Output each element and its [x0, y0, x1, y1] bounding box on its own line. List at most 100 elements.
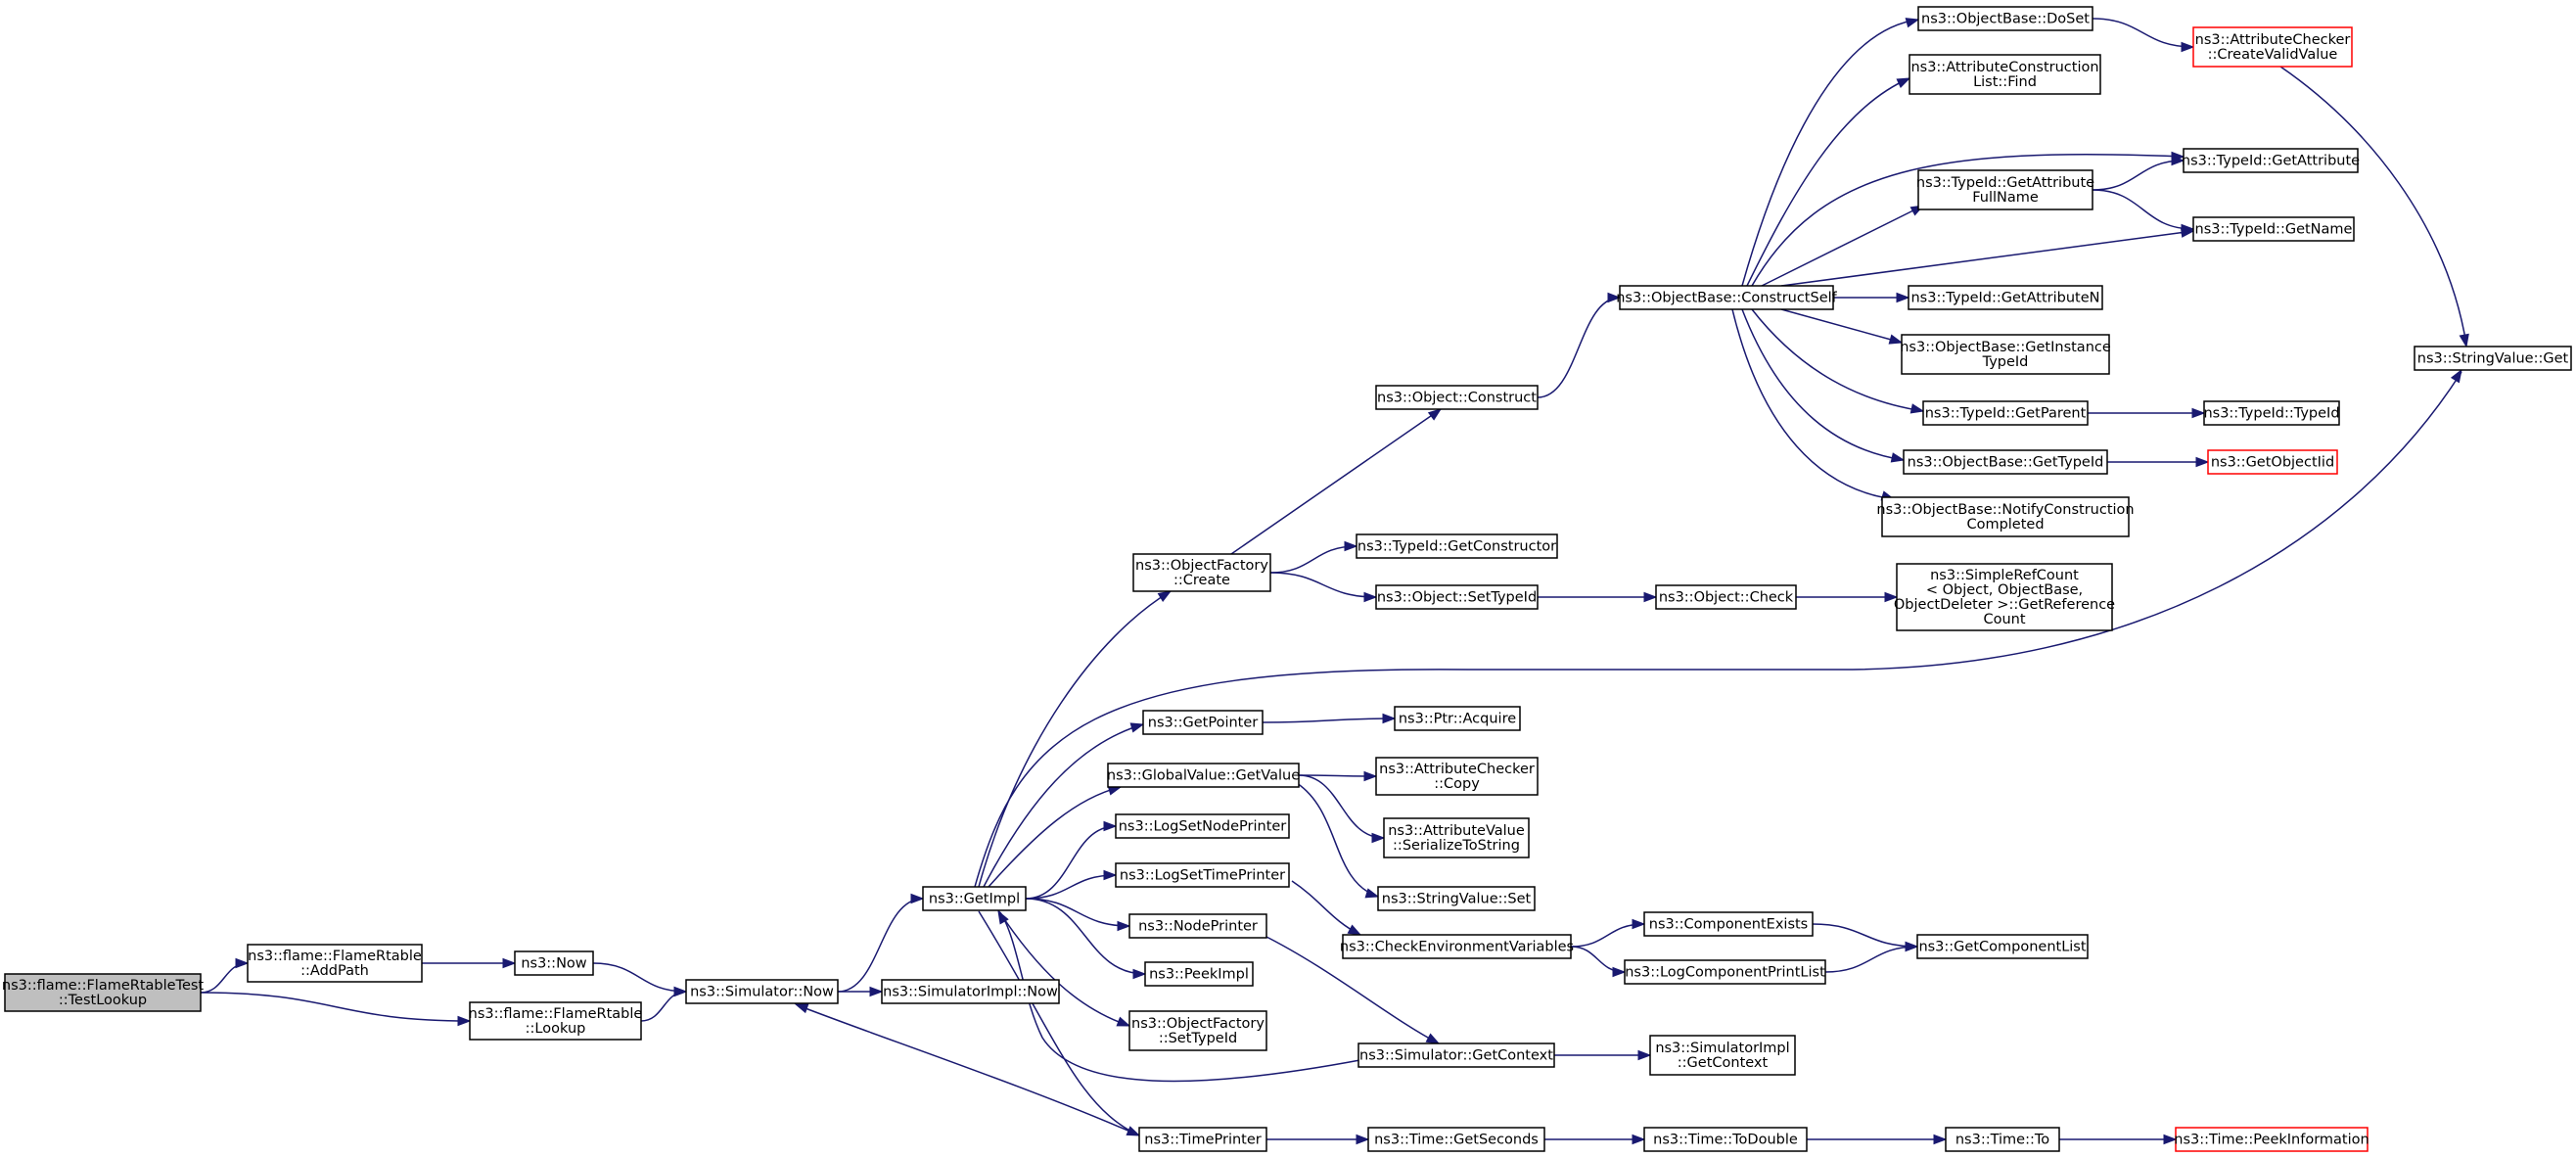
- node-simimplnow[interactable]: ns3::SimulatorImpl::Now: [881, 979, 1060, 1004]
- node-box: [1375, 584, 1539, 610]
- node-logsettime[interactable]: ns3::LogSetTimePrinter: [1115, 862, 1290, 888]
- node-accreate[interactable]: ns3::AttributeChecker::CreateValidValue: [2192, 26, 2353, 68]
- edge-getimpl-to-logsetnode: [1025, 820, 1118, 900]
- node-accopy[interactable]: ns3::AttributeChecker::Copy: [1375, 757, 1539, 796]
- node-label: ns3::flame::FlameRtableTest: [2, 978, 205, 994]
- node-label: ns3::CheckEnvironmentVariables: [1340, 940, 1574, 955]
- node-timeto[interactable]: ns3::Time::To: [1945, 1127, 2060, 1152]
- edge-lookup-to-simnow: [640, 986, 688, 1022]
- node-box: [4, 973, 202, 1012]
- node-timeprinter[interactable]: ns3::TimePrinter: [1138, 1127, 1267, 1152]
- node-box: [1655, 584, 1797, 610]
- node-ptracquire[interactable]: ns3::Ptr::Acquire: [1394, 706, 1521, 731]
- node-addpath[interactable]: ns3::flame::FlameRtable::AddPath: [247, 944, 423, 983]
- node-getobjectiid[interactable]: ns3::GetObjectIid: [2207, 449, 2338, 475]
- node-label: ns3::ObjectBase::ConstructSelf: [1616, 291, 1837, 306]
- node-label: ns3::LogSetTimePrinter: [1120, 868, 1285, 884]
- node-label: ns3::LogSetNodePrinter: [1119, 819, 1287, 835]
- edge-obconstructself-to-obdoset: [1741, 18, 1920, 287]
- node-timepeek[interactable]: ns3::Time::PeekInformation: [2174, 1127, 2369, 1152]
- node-label: ns3::PeekImpl: [1149, 967, 1249, 983]
- edge-testlookup-to-lookup: [200, 992, 472, 1027]
- node-ofcreate[interactable]: ns3::ObjectFactory::Create: [1132, 553, 1271, 592]
- node-box: [2175, 1127, 2369, 1152]
- node-label: ns3::SimulatorImpl::Now: [883, 985, 1058, 1000]
- node-logsetnode[interactable]: ns3::LogSetNodePrinter: [1115, 813, 1290, 839]
- node-box: [1356, 533, 1558, 559]
- node-tidgetattrn[interactable]: ns3::TypeId::GetAttributeN: [1908, 285, 2103, 310]
- node-ofsettypeid[interactable]: ns3::ObjectFactory::SetTypeId: [1128, 1010, 1267, 1051]
- edge-obconstructself-to-tidgetattrn: [1832, 292, 1910, 303]
- edge-gvgetvalue-to-accopy: [1298, 770, 1378, 782]
- edge-gvgetvalue-to-svset: [1296, 782, 1380, 899]
- node-label: ns3::Time::PeekInformation: [2174, 1133, 2369, 1148]
- node-label: ns3::Simulator::GetContext: [1359, 1048, 1553, 1064]
- node-box: [1115, 862, 1290, 888]
- node-gvgetvalue[interactable]: ns3::GlobalValue::GetValue: [1107, 763, 1300, 788]
- node-checkenv[interactable]: ns3::CheckEnvironmentVariables: [1340, 934, 1574, 959]
- edge-obconstructself-to-aclfind: [1746, 77, 1911, 287]
- node-label: ObjectDeleter >::GetReference: [1894, 597, 2115, 613]
- node-obdoset[interactable]: ns3::ObjectBase::DoSet: [1917, 6, 2093, 31]
- node-tidgetparent[interactable]: ns3::TypeId::GetParent: [1922, 400, 2089, 426]
- node-compexists[interactable]: ns3::ComponentExists: [1643, 911, 1814, 937]
- node-avser[interactable]: ns3::AttributeValue::SerializeToString: [1383, 817, 1530, 858]
- node-objsettypeid[interactable]: ns3::Object::SetTypeId: [1375, 584, 1539, 610]
- node-box: [247, 944, 423, 983]
- node-nodeprinter[interactable]: ns3::NodePrinter: [1128, 913, 1267, 939]
- node-label: ns3::Time::GetSeconds: [1374, 1133, 1539, 1148]
- node-simgetctx[interactable]: ns3::Simulator::GetContext: [1357, 1042, 1555, 1068]
- node-label: ns3::TypeId::GetName: [2195, 222, 2353, 238]
- node-obnotify[interactable]: ns3::ObjectBase::NotifyConstructionCompl…: [1876, 496, 2135, 537]
- node-tidgetctor[interactable]: ns3::TypeId::GetConstructor: [1356, 533, 1558, 559]
- node-label: ns3::GetComponentList: [1918, 940, 2086, 955]
- node-peekimpl[interactable]: ns3::PeekImpl: [1144, 961, 1254, 987]
- node-getcomplist[interactable]: ns3::GetComponentList: [1916, 934, 2089, 959]
- node-label: ns3::ObjectBase::NotifyConstruction: [1876, 502, 2134, 518]
- node-simnow[interactable]: ns3::Simulator::Now: [685, 979, 839, 1004]
- node-obconstructself[interactable]: ns3::ObjectBase::ConstructSelf: [1616, 285, 1838, 310]
- edge-timeto-to-timepeek: [2058, 1134, 2178, 1145]
- node-label: ns3::SimpleRefCount: [1930, 568, 2079, 583]
- edge-gvgetvalue-to-avser: [1298, 774, 1386, 844]
- node-label: ns3::TypeId::GetAttribute: [2182, 154, 2360, 169]
- node-getpointer[interactable]: ns3::GetPointer: [1142, 710, 1264, 735]
- node-lookup[interactable]: ns3::flame::FlameRtable::Lookup: [469, 1001, 643, 1041]
- edge-simnow-to-simimplnow: [838, 986, 884, 997]
- edge-getimpl-to-getpointer: [983, 722, 1145, 888]
- node-tidgetattr[interactable]: ns3::TypeId::GetAttribute: [2182, 148, 2360, 173]
- edge-obconstructself-to-tidgetparent: [1751, 308, 1925, 414]
- node-now[interactable]: ns3::Now: [514, 950, 594, 976]
- node-svset[interactable]: ns3::StringValue::Set: [1377, 886, 1536, 911]
- node-simimplctx[interactable]: ns3::SimulatorImpl::GetContext: [1649, 1035, 1796, 1076]
- node-label: Completed: [1966, 517, 2044, 533]
- node-obgettypeid[interactable]: ns3::ObjectBase::GetTypeId: [1903, 449, 2108, 475]
- node-label: TypeId: [1982, 354, 2029, 370]
- node-box: [1142, 710, 1264, 735]
- node-tidgetname[interactable]: ns3::TypeId::GetName: [2192, 216, 2355, 242]
- edge-objcheck-to-srcgetref: [1796, 591, 1899, 603]
- node-logcompprint[interactable]: ns3::LogComponentPrintList: [1624, 959, 1826, 985]
- edge-obconstructself-to-obnotify: [1731, 308, 1896, 501]
- node-label: ::AddPath: [300, 963, 369, 979]
- node-box: [685, 979, 839, 1004]
- node-testlookup[interactable]: ns3::flame::FlameRtableTest::TestLookup: [2, 973, 205, 1012]
- node-box: [1643, 1127, 1808, 1152]
- node-tidtypeid[interactable]: ns3::TypeId::TypeId: [2203, 400, 2340, 426]
- node-timegetsec[interactable]: ns3::Time::GetSeconds: [1367, 1127, 1545, 1152]
- node-objconstruct[interactable]: ns3::Object::Construct: [1375, 385, 1539, 410]
- node-svget[interactable]: ns3::StringValue::Get: [2414, 346, 2572, 371]
- node-box: [2192, 216, 2355, 242]
- node-srcgetref[interactable]: ns3::SimpleRefCount< Object, ObjectBase,…: [1894, 563, 2115, 631]
- node-box: [2414, 346, 2572, 371]
- node-getimpl[interactable]: ns3::GetImpl: [922, 886, 1027, 911]
- node-box: [469, 1001, 642, 1041]
- call-edges: [200, 18, 2469, 1145]
- node-objcheck[interactable]: ns3::Object::Check: [1655, 584, 1797, 610]
- node-label: ns3::TypeId::GetAttributeN: [1910, 291, 2099, 306]
- node-box: [1342, 934, 1572, 959]
- node-timetodouble[interactable]: ns3::Time::ToDouble: [1643, 1127, 1808, 1152]
